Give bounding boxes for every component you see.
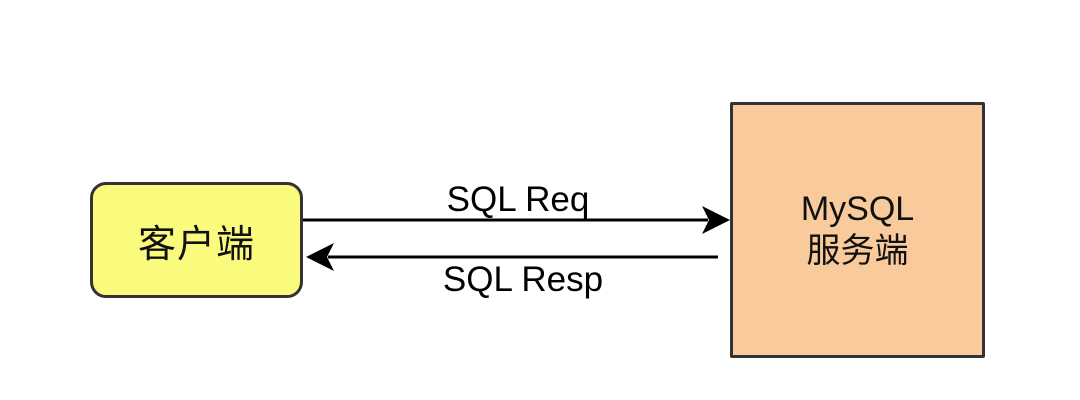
client-node: 客户端 <box>90 182 303 298</box>
sql-request-label: SQL Req <box>446 180 590 219</box>
sql-response-label: SQL Resp <box>442 260 604 299</box>
server-node-label-line2: 服务端 <box>806 232 909 270</box>
server-node: MySQL 服务端 <box>730 102 985 358</box>
client-node-label: 客户端 <box>137 223 255 266</box>
server-node-label-line1: MySQL <box>800 190 915 228</box>
sql-request-arrowhead <box>702 206 730 234</box>
sql-response-arrowhead <box>306 243 334 271</box>
